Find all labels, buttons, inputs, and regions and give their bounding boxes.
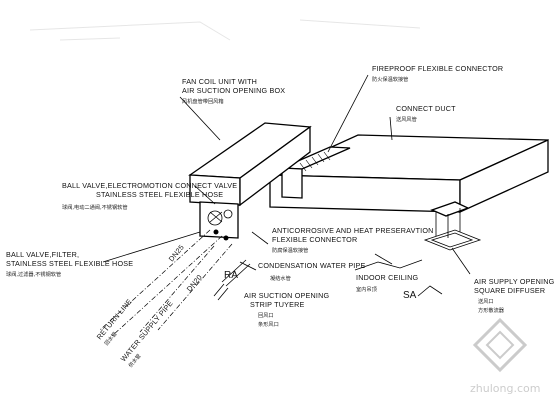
bv-elec-line1: BALL VALVE,ELECTROMOTION CONNECT VALVE <box>62 181 237 190</box>
leader-lines <box>102 74 471 275</box>
air-suction-line2: STRIP TUYERE <box>250 300 304 309</box>
label-indoor-ceiling: INDOOR CEILING 室内吊顶 <box>356 273 419 293</box>
anti-line1: ANTICORROSIVE AND HEAT PRESERAVTION <box>272 226 434 235</box>
fan-coil-label-line2: AIR SUCTION OPENING BOX <box>182 86 285 95</box>
sa-mark <box>417 285 443 297</box>
ra-label: RA <box>224 270 238 281</box>
svg-text:防火保温软接管: 防火保温软接管 <box>372 75 408 83</box>
svg-text:CONDENSATION WATER PIPE: CONDENSATION WATER PIPE <box>258 261 366 270</box>
bv-filter-line1: BALL VALVE,FILTER, <box>6 250 79 259</box>
water-pipes <box>99 229 233 337</box>
zhulong-watermark: zhulong.com <box>470 317 540 395</box>
connect-duct <box>269 134 549 214</box>
air-supply-line1: AIR SUPPLY OPENING <box>474 277 555 286</box>
indoor-ceiling <box>354 259 423 271</box>
fan-coil-unit <box>188 122 312 239</box>
label-anticorrosive: ANTICORROSIVE AND HEAT PRESERAVTION FLEX… <box>272 226 434 254</box>
air-supply-cn1: 送风口 <box>478 297 494 305</box>
anticorrosive-flex-connector <box>423 201 482 251</box>
watermark-text: zhulong.com <box>470 382 540 395</box>
svg-text:送风风管: 送风风管 <box>396 115 417 123</box>
svg-text:CONNECT DUCT: CONNECT DUCT <box>396 104 456 113</box>
air-supply-cn2: 方形散流器 <box>478 306 505 314</box>
fireproof-flex-connector <box>281 146 351 199</box>
label-air-suction: AIR SUCTION OPENING STRIP TUYERE 回风口 条形风… <box>244 291 329 328</box>
dn25-label: DN25 <box>167 243 186 263</box>
ra-suction-opening <box>213 259 251 301</box>
air-suction-cn1: 回风口 <box>258 312 274 319</box>
label-fan-coil: FAN COIL UNIT WITH AIR SUCTION OPENING B… <box>182 77 285 105</box>
label-air-supply: AIR SUPPLY OPENING SQUARE DIFFUSER 送风口 方… <box>474 277 555 314</box>
bv-filter-line2: STAINLESS STEEL FLEXIBLE HOSE <box>6 259 133 268</box>
svg-text:球阀,过滤器,不锈钢软管: 球阀,过滤器,不锈钢软管 <box>6 270 61 278</box>
fan-coil-label-line1: FAN COIL UNIT WITH <box>182 77 257 86</box>
air-suction-line1: AIR SUCTION OPENING <box>244 291 329 300</box>
svg-text:防腐保温软接管: 防腐保温软接管 <box>272 246 308 254</box>
svg-text:INDOOR CEILING: INDOOR CEILING <box>356 273 419 282</box>
label-ball-valve-filter: BALL VALVE,FILTER, STAINLESS STEEL FLEXI… <box>6 250 133 278</box>
label-fireproof: FIREPROOF FLEXIBLE CONNECTOR 防火保温软接管 <box>372 64 503 83</box>
air-supply-line2: SQUARE DIFFUSER <box>474 286 545 295</box>
svg-text:球阀,电动二通阀,不锈钢软管: 球阀,电动二通阀,不锈钢软管 <box>62 203 128 211</box>
background-trace <box>29 19 421 41</box>
svg-text:凝结水管: 凝结水管 <box>270 274 291 282</box>
label-ball-valve-elec: BALL VALVE,ELECTROMOTION CONNECT VALVE S… <box>62 181 237 211</box>
air-suction-cn2: 条形风口 <box>258 320 279 328</box>
svg-text:FIREPROOF FLEXIBLE CONNECTOR: FIREPROOF FLEXIBLE CONNECTOR <box>372 64 503 73</box>
svg-text:室内吊顶: 室内吊顶 <box>356 285 377 293</box>
dn20-label: DN20 <box>185 273 204 293</box>
sa-label: SA <box>403 290 417 301</box>
label-connect-duct: CONNECT DUCT 送风风管 <box>396 104 456 123</box>
fan-icon <box>207 209 233 226</box>
label-condensation: CONDENSATION WATER PIPE 凝结水管 <box>258 261 366 282</box>
fan-coil-label-cn: 风机盘管带回风箱 <box>182 97 224 105</box>
bv-elec-line2: STAINLESS STEEL FLEXIBLE HOSE <box>96 190 223 199</box>
anti-line2: FLEXIBLE CONNECTOR <box>272 235 357 244</box>
